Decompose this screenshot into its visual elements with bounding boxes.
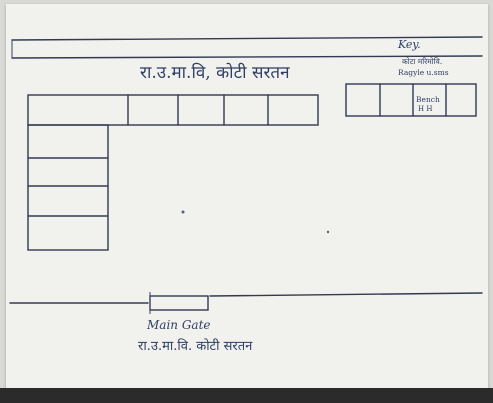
paper-sheet [6, 4, 488, 396]
footer-title: रा.उ.मा.वि. कोटी सरतन [138, 339, 253, 354]
boundary-wall-right [209, 292, 483, 297]
key-box-label-1: Bench [416, 95, 440, 104]
key-box-row [345, 83, 477, 117]
top-border-line-2 [11, 55, 483, 59]
top-border-line-1 [11, 36, 483, 41]
diagram-title: रा.उ.मा.वि, कोटी सरतन [140, 63, 290, 83]
left-room-column [27, 124, 109, 251]
pencil-speck [181, 210, 185, 214]
main-gate-box [149, 295, 209, 311]
key-label: Key. [398, 38, 421, 51]
key-box-label-2: H H [418, 105, 433, 113]
left-room-block [27, 124, 109, 251]
top-room-row [27, 94, 319, 126]
key-description-line-2: Ragyle u.sms [398, 68, 449, 77]
table-edge [0, 388, 493, 403]
key-legend-boxes [345, 83, 477, 117]
main-gate-label: Main Gate [147, 318, 211, 332]
pencil-speck [326, 230, 330, 234]
top-room-block [27, 94, 319, 126]
key-description-line-1: कोटा मरिमोवि. [402, 57, 443, 66]
